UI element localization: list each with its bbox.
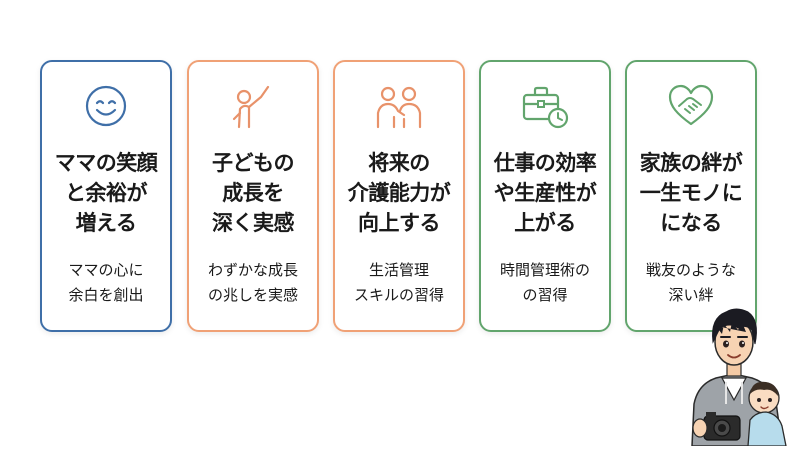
- handshake-heart-icon: [627, 80, 755, 132]
- benefit-card-child-growth: 子どもの 成長を 深く実感 わずかな成長 の兆しを実感: [187, 60, 319, 332]
- benefit-card-caregiving: 将来の 介護能力が 向上する 生活管理 スキルの習得: [333, 60, 465, 332]
- card-description: 戦友のような 深い絆: [645, 261, 736, 304]
- card-description: ママの心に 余白を創出: [68, 261, 144, 304]
- raising-hand-child-icon: [189, 80, 317, 132]
- card-title: 子どもの 成長を 深く実感: [212, 151, 295, 235]
- benefit-card-work-efficiency: 仕事の効率 や生産性が 上がる 時間管理術の の習得: [479, 60, 611, 332]
- parent-child-icon: [335, 80, 463, 132]
- card-description: 生活管理 スキルの習得: [353, 261, 444, 304]
- card-title: 将来の 介護能力が 向上する: [347, 151, 451, 235]
- benefit-card-mama-smile: ママの笑顔 と余裕が 増える ママの心に 余白を創出: [40, 60, 172, 332]
- smiley-face-icon: [42, 80, 170, 132]
- card-title: ママの笑顔 と余裕が 増える: [54, 151, 158, 235]
- father-and-baby-illustration: [686, 304, 798, 447]
- card-description: わずかな成長 の兆しを実感: [207, 261, 298, 304]
- card-description: 時間管理術の の習得: [499, 261, 590, 304]
- card-title: 仕事の効率 や生産性が 上がる: [493, 151, 597, 235]
- benefit-card-family-bond: 家族の絆が 一生モノに になる 戦友のような 深い絆: [625, 60, 757, 332]
- briefcase-clock-icon: [481, 80, 609, 132]
- card-title: 家族の絆が 一生モノに になる: [639, 151, 743, 235]
